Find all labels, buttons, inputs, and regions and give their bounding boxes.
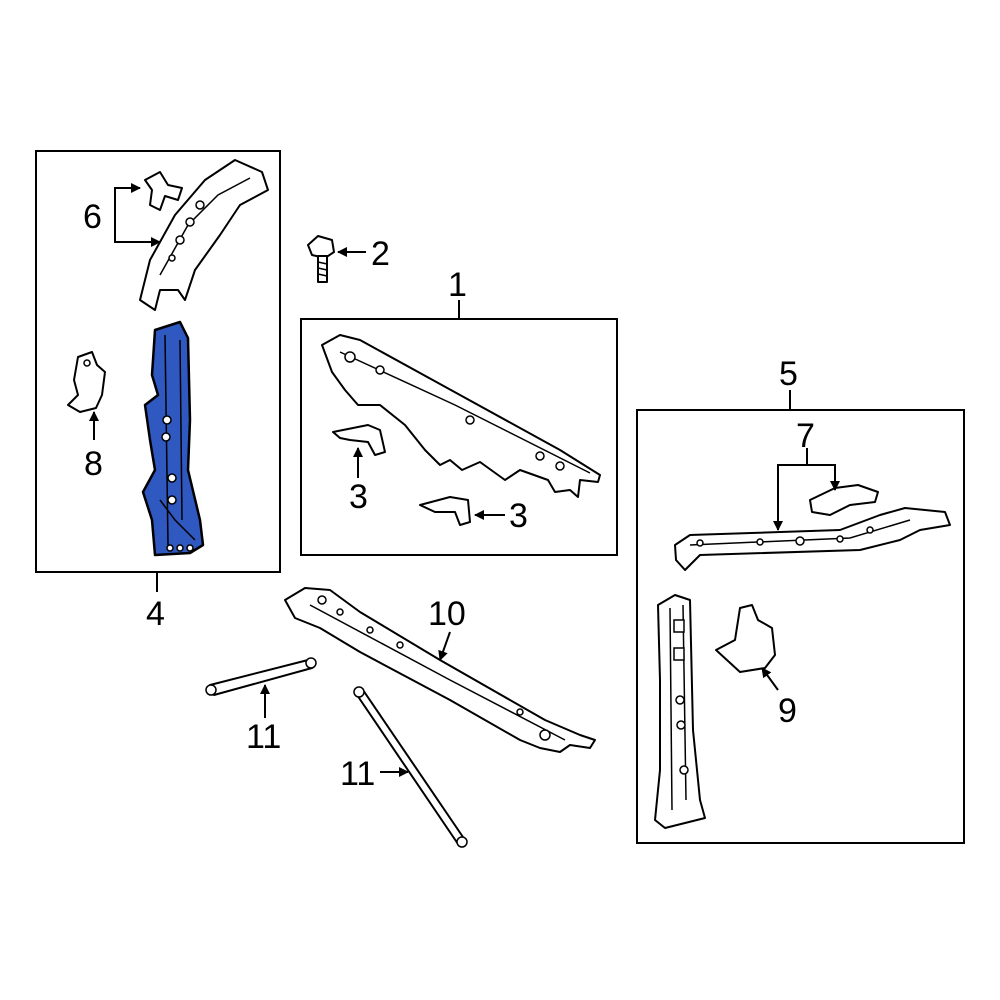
callout-9: 9 [778, 692, 797, 730]
callout-10: 10 [428, 595, 466, 633]
part-2-bolt[interactable] [307, 235, 335, 283]
callout-2: 2 [371, 235, 390, 273]
part-5-pillar[interactable] [654, 594, 706, 829]
part-9-bracket[interactable] [715, 604, 776, 673]
part-3-bracket-a[interactable] [332, 424, 386, 456]
callout-6: 6 [83, 198, 102, 236]
leader-10 [438, 631, 451, 661]
part-4-highlighted-pillar[interactable] [141, 320, 205, 557]
part-3-bracket-b[interactable] [419, 496, 471, 526]
callout-3: 3 [509, 497, 528, 535]
part-10-lower-tie-bar[interactable] [284, 587, 596, 753]
callout-5: 5 [779, 355, 798, 393]
leader-6a [114, 183, 141, 215]
part-6-bracket[interactable] [144, 171, 183, 211]
part-5-support-rail[interactable] [674, 507, 951, 571]
leader-7b [807, 464, 840, 491]
leader-7a [773, 448, 808, 531]
part-8-bracket[interactable] [67, 351, 106, 413]
leader-9 [761, 667, 779, 691]
part-6-support-arm[interactable] [139, 159, 269, 311]
callout-11: 11 [246, 718, 281, 756]
callout-1: 1 [448, 266, 467, 304]
callout-4: 4 [146, 595, 165, 633]
callout-3: 3 [349, 478, 368, 516]
group-box-5 [636, 409, 965, 844]
part-11-rod-a[interactable] [205, 657, 317, 696]
part-11-rod-b[interactable] [353, 686, 468, 848]
part-1-upper-tie-bar[interactable] [321, 334, 601, 498]
callout-11: 11 [340, 755, 375, 793]
leader-6b [114, 215, 161, 247]
callout-7: 7 [796, 417, 815, 455]
callout-8: 8 [84, 445, 103, 483]
part-7-bracket[interactable] [809, 484, 879, 516]
